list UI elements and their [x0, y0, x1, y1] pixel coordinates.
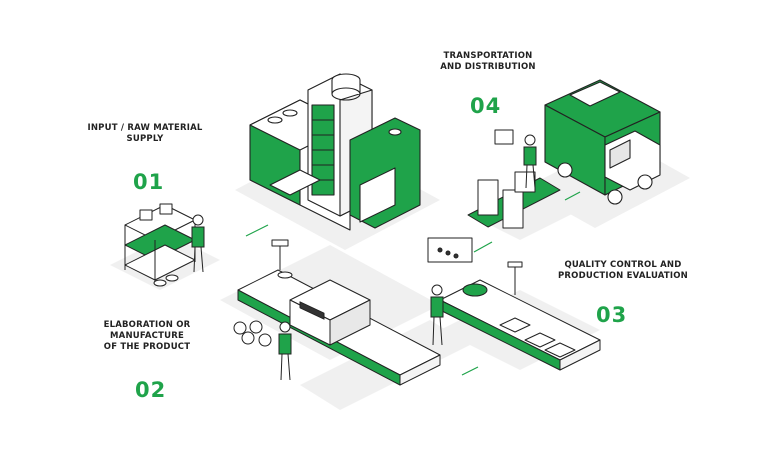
factory-building [249, 73, 421, 231]
step-01-label: INPUT / RAW MATERIAL SUPPLY [80, 123, 210, 145]
distribution-boxes [467, 129, 561, 229]
raw-material-shelf [124, 203, 196, 287]
step-03-label-line-2: PRODUCTION EVALUATION [557, 271, 688, 281]
worker-manufacture [278, 321, 292, 381]
flow-arrows [245, 191, 581, 376]
step-01-label-line-1: INPUT / RAW MATERIAL [87, 123, 203, 133]
step-03-number: 03 [596, 303, 628, 327]
step-01-label-line-2: SUPPLY [126, 134, 164, 144]
manufacturing-conveyor [233, 239, 441, 386]
delivery-truck [544, 79, 661, 205]
step-03-label-line-1: QUALITY CONTROL AND [564, 260, 682, 270]
step-04-label-line-1: TRANSPORTATION [443, 51, 533, 61]
step-04-number: 04 [470, 94, 502, 118]
worker-quality [430, 284, 444, 346]
worker-distribution [523, 134, 537, 189]
step-04-label-line-2: AND DISTRIBUTION [440, 62, 536, 72]
worker-supply [191, 214, 205, 273]
step-02-label-line-2: MANUFACTURE [110, 331, 184, 341]
step-02-number: 02 [135, 378, 167, 402]
step-02-label: ELABORATION OR MANUFACTURE OF THE PRODUC… [92, 320, 202, 353]
quality-control-conveyor [427, 237, 601, 371]
step-03-label: QUALITY CONTROL AND PRODUCTION EVALUATIO… [548, 260, 698, 282]
step-02-label-line-3: OF THE PRODUCT [103, 342, 191, 352]
step-04-label: TRANSPORTATION AND DISTRIBUTION [428, 51, 548, 73]
step-01-number: 01 [133, 170, 165, 194]
step-02-label-line-1: ELABORATION OR [103, 320, 191, 330]
